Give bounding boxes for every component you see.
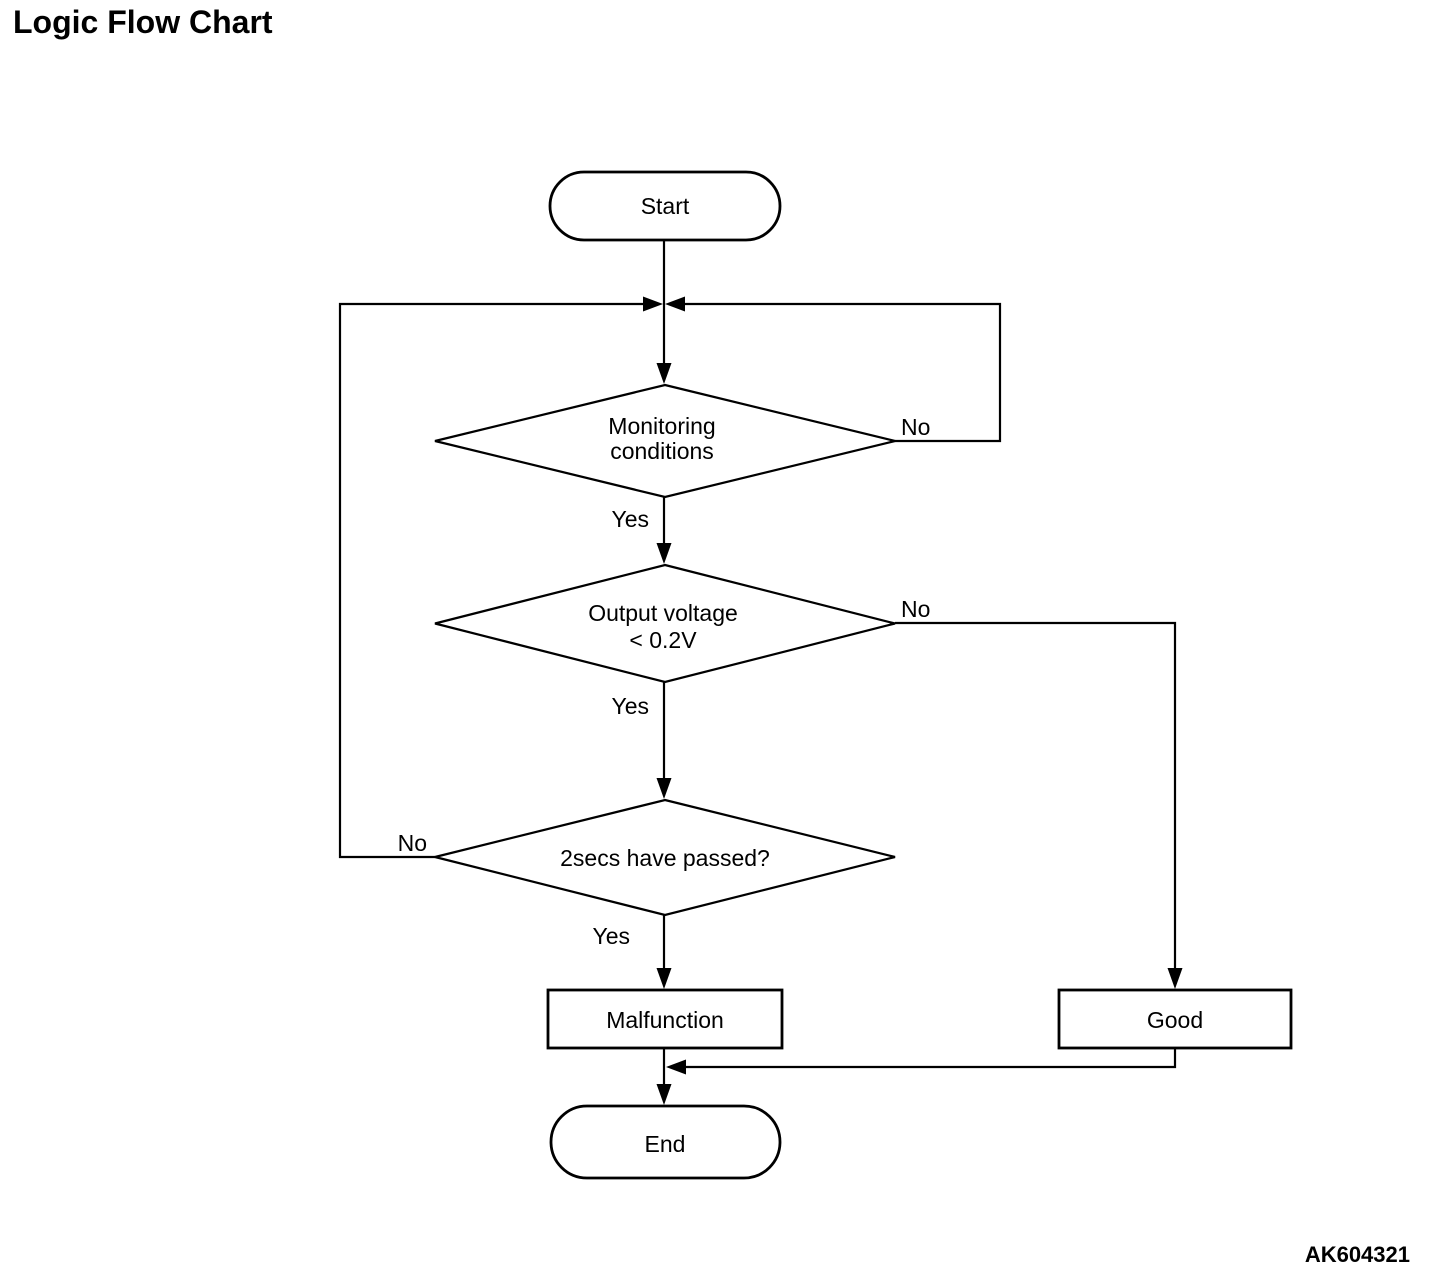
monitoring-label-line1: Monitoring xyxy=(608,413,715,439)
monitoring-decision-node xyxy=(434,383,896,499)
two-secs-decision-node xyxy=(434,798,896,917)
arrowhead-into-good xyxy=(1167,968,1183,989)
start-node xyxy=(548,170,782,242)
end-node xyxy=(549,1104,782,1180)
edge-labels: No Yes No Yes No Yes xyxy=(398,414,931,949)
arrowheads xyxy=(643,296,1183,1105)
edge-monitoring-no-loop xyxy=(678,302,1002,443)
output-yes-label: Yes xyxy=(611,693,649,719)
malfunction-label: Malfunction xyxy=(606,1007,724,1033)
edge-output-no-to-good xyxy=(895,621,1177,976)
figure-code: AK604321 xyxy=(1304,1242,1410,1267)
end-label: End xyxy=(645,1131,686,1157)
two-secs-yes-label: Yes xyxy=(592,923,630,949)
two-secs-label: 2secs have passed? xyxy=(560,845,770,871)
monitoring-no-label: No xyxy=(901,414,930,440)
arrowhead-into-two-secs xyxy=(656,778,672,799)
arrowhead-into-malfunction xyxy=(656,968,672,989)
connector-lines xyxy=(338,240,1177,1092)
good-label: Good xyxy=(1147,1007,1203,1033)
arrowhead-into-output-voltage xyxy=(656,543,672,564)
arrowhead-good-join xyxy=(666,1059,686,1075)
page-title: Logic Flow Chart xyxy=(13,4,273,40)
node-labels: Start Monitoring conditions Output volta… xyxy=(560,193,1203,1157)
output-voltage-label-line2: < 0.2V xyxy=(629,627,697,653)
monitoring-label-line2: conditions xyxy=(610,438,714,464)
arrowhead-junction-from-left xyxy=(643,296,663,312)
output-voltage-label-line1: Output voltage xyxy=(588,600,738,626)
start-label: Start xyxy=(641,193,690,219)
edge-good-to-end-join xyxy=(680,1048,1177,1069)
monitoring-yes-label: Yes xyxy=(611,506,649,532)
arrowhead-into-monitoring xyxy=(656,363,672,384)
good-node xyxy=(1057,988,1293,1050)
malfunction-node xyxy=(546,988,784,1050)
output-voltage-decision-node xyxy=(434,563,896,684)
two-secs-no-label: No xyxy=(398,830,427,856)
arrowhead-junction-from-right xyxy=(665,296,685,312)
edge-two-secs-no-loop xyxy=(338,302,650,859)
output-no-label: No xyxy=(901,596,930,622)
arrowhead-into-end xyxy=(656,1084,672,1105)
nodes xyxy=(434,170,1293,1180)
